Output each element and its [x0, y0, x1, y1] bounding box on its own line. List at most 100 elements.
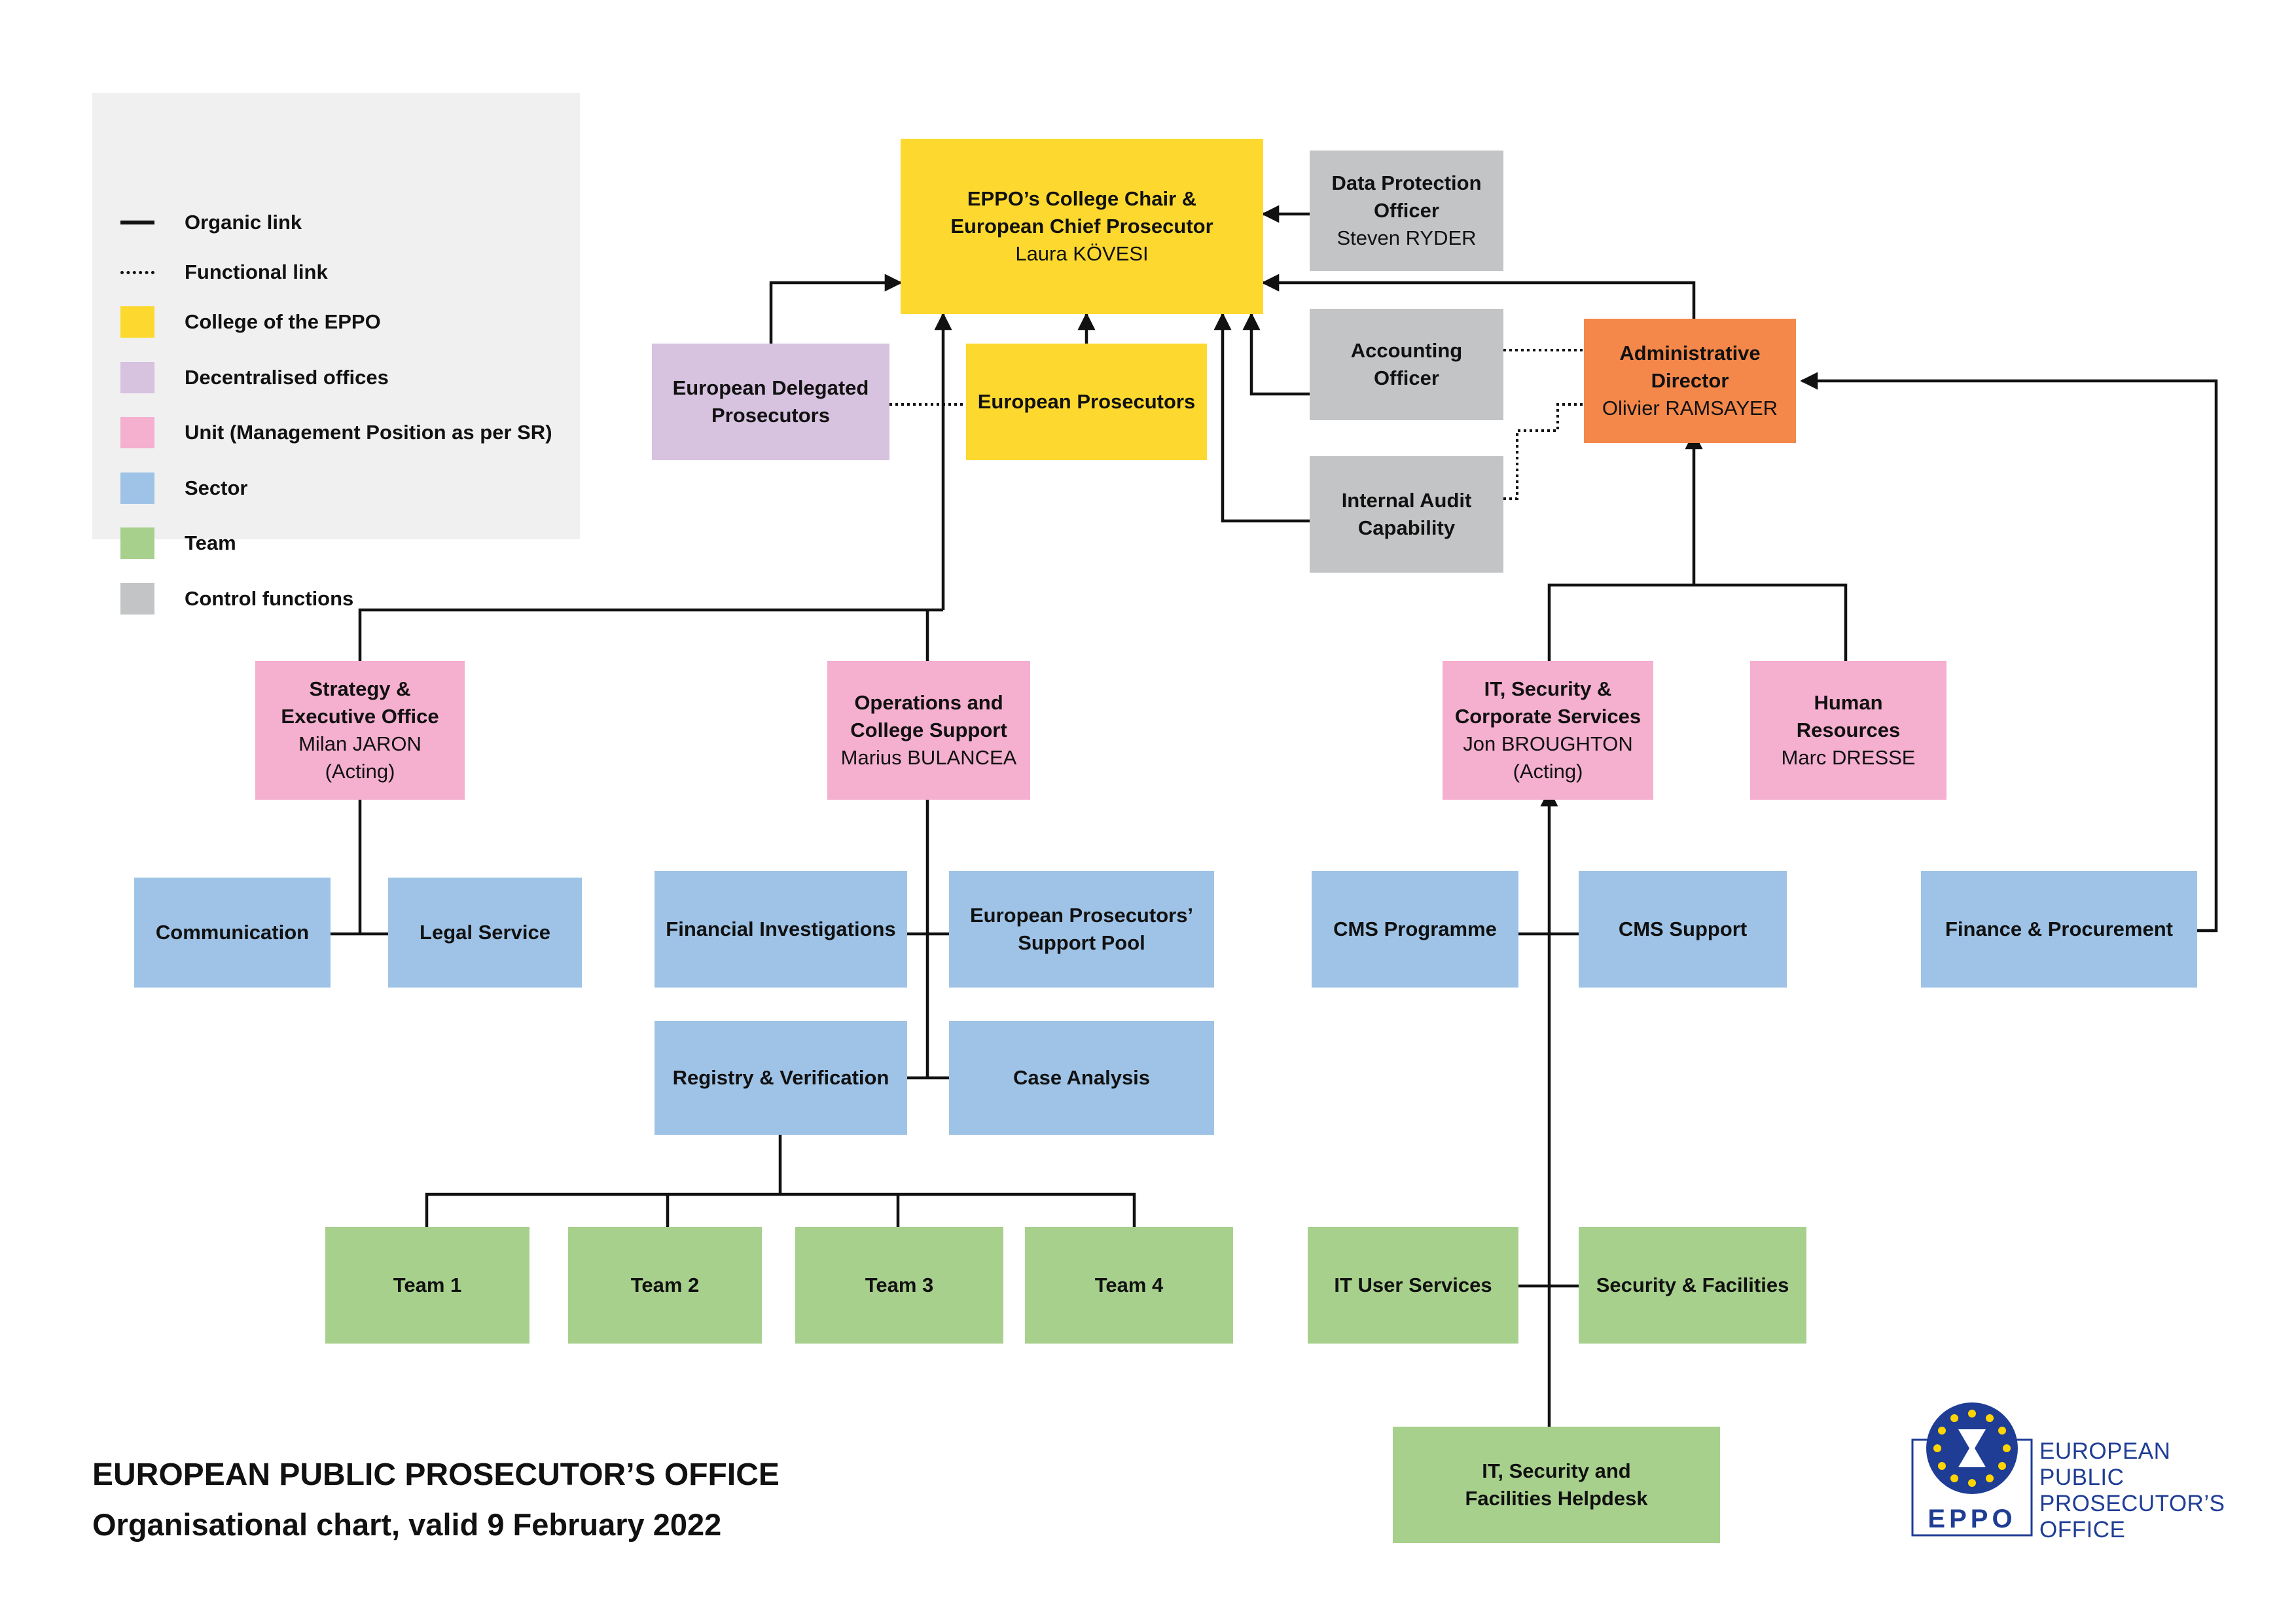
box-person: Marius BULANCEA [840, 746, 1017, 769]
college-swatch [120, 306, 154, 338]
box-title: CMS Programme [1333, 918, 1497, 940]
box-title: IT, Security & [1484, 677, 1612, 700]
legend-control: Control functions [92, 582, 580, 615]
legend-label: College of the EPPO [185, 310, 381, 333]
box-title: Director [1651, 369, 1729, 392]
box-title: Facilities Helpdesk [1465, 1487, 1648, 1510]
box-title: Operations and [854, 691, 1003, 714]
box-person: Laura KÖVESI [1015, 242, 1149, 265]
organic-link [1800, 372, 2218, 933]
logo-line: PROSECUTOR’S [2039, 1491, 2225, 1516]
legend-functional: Functional link [92, 256, 580, 289]
team-2-box: Team 2 [568, 1227, 762, 1344]
box-title: Resources [1796, 719, 1901, 741]
strategy-executive-office-box: Strategy & Executive Office Milan JARON … [255, 661, 465, 800]
logo-line: EUROPEAN [2039, 1438, 2171, 1464]
logo-line: OFFICE [2039, 1517, 2126, 1543]
registry-verification-box: Registry & Verification [655, 1021, 907, 1135]
box-person: Jon BROUGHTON [1463, 732, 1633, 755]
box-person: Milan JARON [298, 732, 422, 755]
box-title: Support Pool [1018, 931, 1145, 954]
data-protection-officer-box: Data Protection Officer Steven RYDER [1310, 151, 1503, 271]
legend-label: Team [185, 531, 236, 554]
legal-service-box: Legal Service [388, 878, 582, 988]
team-4-box: Team 4 [1025, 1227, 1233, 1344]
box-title: Internal Audit [1341, 489, 1472, 512]
box-title: European Delegated [672, 376, 869, 399]
operations-college-support-box: Operations and College Support Marius BU… [827, 661, 1030, 800]
internal-audit-box: Internal Audit Capability [1310, 456, 1503, 573]
box-title: Capability [1357, 516, 1456, 539]
european-prosecutors-support-pool-box: European Prosecutors’ Support Pool [949, 871, 1214, 988]
it-user-services-box: IT User Services [1308, 1227, 1518, 1344]
legend-label: Functional link [185, 260, 328, 283]
functional-link [1503, 403, 1584, 500]
box-title: Officer [1374, 366, 1439, 389]
legend-organic: Organic link [92, 206, 580, 239]
box-title: Case Analysis [1013, 1066, 1151, 1089]
box-title: Registry & Verification [672, 1066, 889, 1089]
team-1-box: Team 1 [325, 1227, 529, 1344]
team-swatch [120, 527, 154, 559]
box-title: European Chief Prosecutor [950, 215, 1213, 238]
logo-line: PUBLIC [2039, 1465, 2125, 1490]
organic-link [769, 274, 903, 344]
organic-link [1213, 312, 1310, 523]
box-title: European Prosecutors [977, 390, 1196, 413]
financial-investigations-box: Financial Investigations [655, 871, 907, 988]
box-title: College Support [850, 719, 1007, 741]
finance-procurement-box: Finance & Procurement [1921, 871, 2197, 988]
legend-label: Decentralised offices [185, 366, 389, 389]
functional-link-symbol [120, 270, 154, 274]
legend-label: Organic link [185, 211, 302, 234]
sector-swatch [120, 473, 154, 504]
eppo-logo: EPPO [1911, 1400, 2033, 1537]
european-prosecutors-box: European Prosecutors [966, 344, 1207, 460]
box-title: Team 4 [1094, 1274, 1164, 1296]
box-title: Communication [155, 921, 310, 944]
box-title: CMS Support [1618, 918, 1748, 940]
chart-org-name: EUROPEAN PUBLIC PROSECUTOR’S OFFICE [92, 1457, 780, 1492]
legend-decentralised: Decentralised offices [92, 361, 580, 394]
security-facilities-box: Security & Facilities [1579, 1227, 1806, 1344]
box-title: Strategy & [309, 677, 411, 700]
chief-prosecutor-box: EPPO’s College Chair & European Chief Pr… [901, 139, 1263, 314]
box-title: Accounting [1350, 339, 1463, 362]
organic-link [358, 608, 943, 661]
box-person: Steven RYDER [1336, 226, 1477, 249]
box-title: Finance & Procurement [1945, 918, 2173, 940]
organic-link-symbol [120, 221, 154, 224]
accounting-officer-box: Accounting Officer [1310, 309, 1503, 420]
legend-label: Sector [185, 476, 248, 499]
legend: Organic link Functional link College of … [92, 93, 580, 615]
communication-box: Communication [134, 878, 331, 988]
box-title: Administrative [1619, 342, 1761, 365]
administrative-director-box: Administrative Director Olivier RAMSAYER [1584, 319, 1796, 443]
box-note: (Acting) [325, 760, 395, 783]
control-swatch [120, 583, 154, 615]
box-title: Officer [1374, 199, 1439, 222]
box-note: (Acting) [1513, 760, 1583, 783]
cms-programme-box: CMS Programme [1312, 871, 1518, 988]
box-title: Legal Service [420, 921, 550, 944]
organic-link [1242, 312, 1310, 396]
it-security-corporate-services-box: IT, Security & Corporate Services Jon BR… [1443, 661, 1653, 800]
legend-team: Team [92, 527, 580, 560]
box-title: Corporate Services [1454, 705, 1641, 728]
unit-swatch [120, 417, 154, 448]
box-title: Financial Investigations [666, 918, 896, 940]
box-title: European Prosecutors’ [969, 904, 1194, 927]
human-resources-box: Human Resources Marc DRESSE [1750, 661, 1946, 800]
box-title: EPPO’s College Chair & [967, 187, 1197, 210]
legend-label: Control functions [185, 587, 354, 610]
case-analysis-box: Case Analysis [949, 1021, 1214, 1135]
chart-subtitle: Organisational chart, valid 9 February 2… [92, 1507, 722, 1542]
box-title: Team 3 [865, 1274, 934, 1296]
organic-link [1261, 274, 1696, 319]
box-title: Human [1814, 691, 1883, 714]
team-3-box: Team 3 [795, 1227, 1003, 1344]
it-security-facilities-helpdesk-box: IT, Security and Facilities Helpdesk [1393, 1427, 1720, 1543]
box-title: IT, Security and [1482, 1459, 1631, 1482]
decentralised-swatch [120, 362, 154, 393]
